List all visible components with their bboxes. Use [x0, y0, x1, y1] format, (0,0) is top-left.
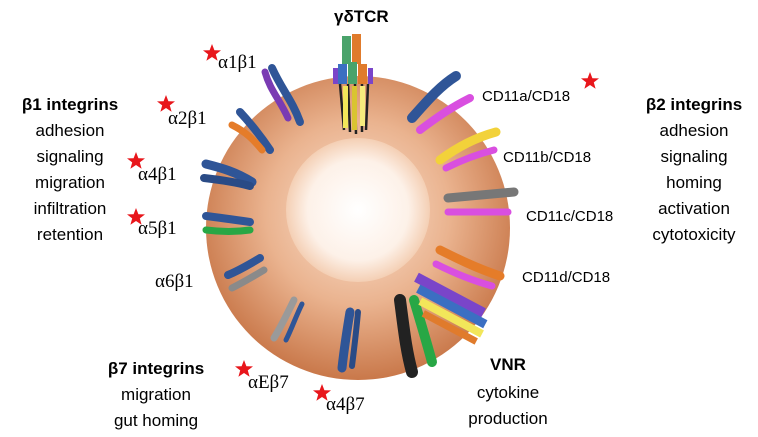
beta1-function: retention — [37, 225, 103, 244]
a4b7-receptor — [337, 307, 361, 373]
label-cd11a: CD11a/CD18 — [482, 88, 570, 105]
star-icon — [157, 95, 175, 112]
vnr-function: production — [468, 409, 547, 428]
beta2-function: adhesion — [659, 121, 728, 140]
label-a6b1: α6β1 — [155, 271, 194, 292]
beta7-group: β7 integrins migration gut homing — [108, 359, 204, 430]
a6b1-receptor — [224, 254, 268, 292]
label-a5b1: α5β1 — [138, 218, 177, 239]
star-icon — [203, 44, 221, 61]
a4b1-receptor — [200, 159, 257, 190]
star-icon — [235, 360, 253, 377]
beta7-title: β7 integrins — [108, 359, 204, 378]
cd11d-receptor — [432, 245, 505, 290]
cd11b-receptor — [435, 127, 501, 172]
label-a4b7: α4β7 — [326, 394, 365, 415]
label-cd11d: CD11d/CD18 — [522, 269, 610, 286]
beta1-group: β1 integrins adhesion signaling migratio… — [22, 95, 118, 244]
cd11c-receptor — [443, 187, 519, 216]
label-aEb7: αEβ7 — [248, 372, 289, 393]
star-icon — [127, 152, 145, 169]
beta1-function: signaling — [36, 147, 103, 166]
label-a2b1: α2β1 — [168, 108, 207, 129]
beta1-title: β1 integrins — [22, 95, 118, 114]
beta1-function: adhesion — [35, 121, 104, 140]
cell-nucleus — [286, 138, 430, 282]
aEb7-receptor — [270, 296, 305, 343]
beta2-function: activation — [658, 199, 730, 218]
label-cd11c: CD11c/CD18 — [526, 208, 613, 225]
star-icon — [127, 208, 145, 225]
beta1-function: infiltration — [34, 199, 107, 218]
star-icon — [313, 384, 331, 401]
label-a4b1: α4β1 — [138, 164, 177, 185]
gd-tcr-receptor — [333, 34, 373, 135]
vnr-group: VNR cytokine production — [468, 355, 547, 428]
cd11a-receptor — [407, 71, 474, 134]
beta7-function: gut homing — [114, 411, 198, 430]
label-cd11b: CD11b/CD18 — [503, 149, 591, 166]
beta7-function: migration — [121, 385, 191, 404]
a1b1-receptor — [261, 64, 304, 126]
vnr-title: VNR — [490, 355, 526, 374]
beta2-function: signaling — [660, 147, 727, 166]
beta2-title: β2 integrins — [646, 95, 742, 114]
beta2-function: homing — [666, 173, 722, 192]
label-gd-tcr: γδTCR — [334, 7, 389, 26]
beta2-function: cytotoxicity — [652, 225, 736, 244]
beta1-function: migration — [35, 173, 105, 192]
label-a1b1: α1β1 — [218, 52, 257, 73]
vnr-receptor — [394, 272, 488, 378]
star-icon — [581, 72, 599, 89]
beta2-group: β2 integrins adhesion signaling homing a… — [646, 95, 742, 244]
vnr-function: cytokine — [477, 383, 539, 402]
a5b1-receptor — [202, 212, 254, 235]
a2b1-receptor — [228, 108, 274, 154]
